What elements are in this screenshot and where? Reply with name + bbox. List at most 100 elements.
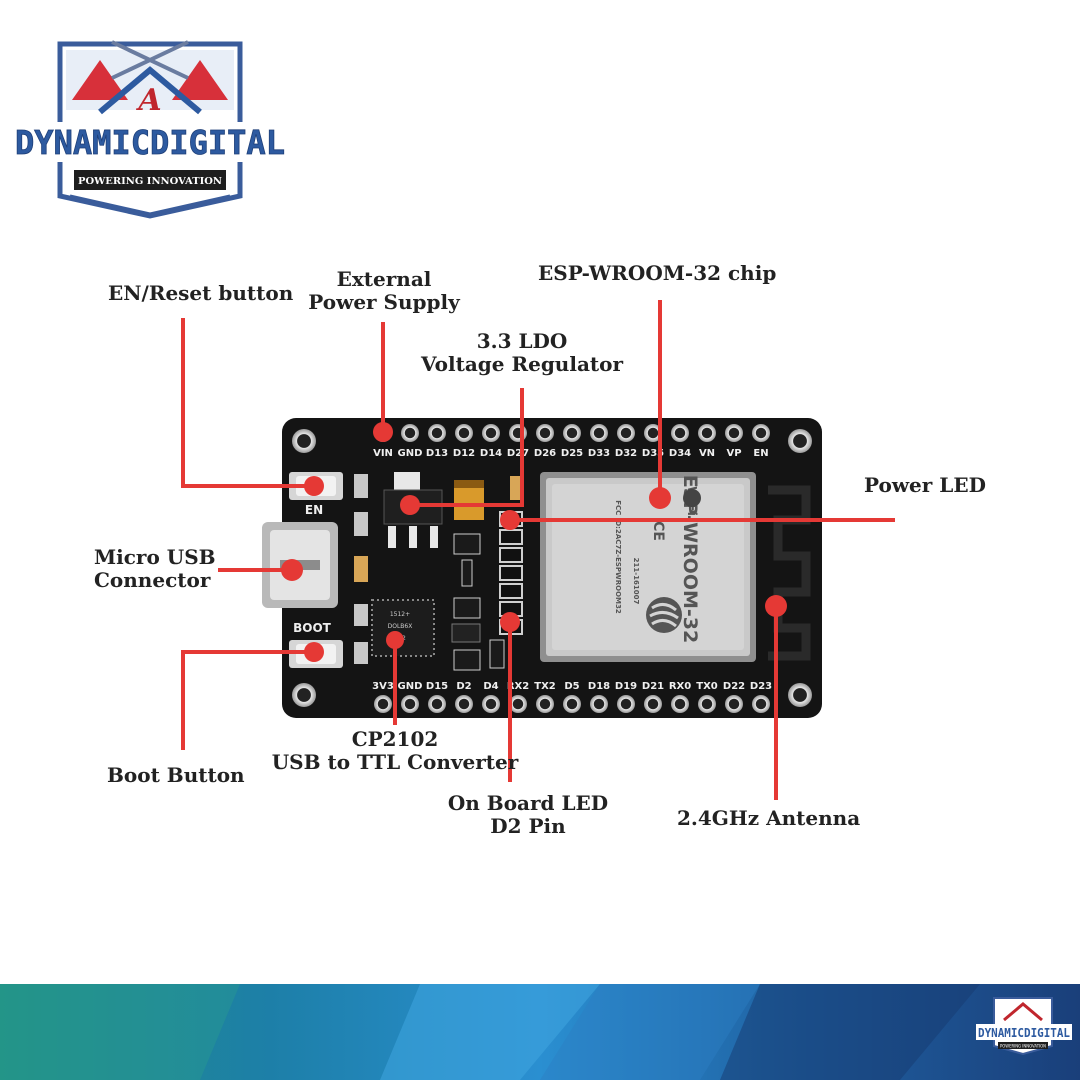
footer-logo-tagline: POWERING INNOVATION [1000, 1044, 1046, 1049]
smd-part [354, 604, 368, 626]
pin-hole-top [482, 424, 500, 442]
pin-label-bottom-d4: D4 [483, 681, 498, 692]
pin-label-top-d35: D35 [642, 448, 664, 459]
pin-label-bottom-tx0: TX0 [696, 681, 718, 692]
dot-antenna [765, 595, 787, 617]
espressif-logo-swirl [649, 603, 679, 628]
pin-label-top-d25: D25 [561, 448, 583, 459]
pin-hole-bottom [428, 695, 446, 713]
cp-chip-text-1: 1512+ [390, 611, 410, 618]
label-external-power: External Power Supply [308, 268, 459, 314]
pin-label-bottom-d23: D23 [750, 681, 772, 692]
logo-tool-2 [111, 40, 189, 80]
pin-label-top-d33: D33 [588, 448, 610, 459]
logo-monogram: A [135, 83, 161, 118]
logo-shield-bottom [69, 194, 231, 216]
module-shield-inner [552, 484, 744, 650]
footer-facet [540, 984, 760, 1080]
pin-label-bottom-d21: D21 [642, 681, 664, 692]
smd-part [354, 474, 368, 498]
dot-esp-chip [649, 487, 671, 509]
logo-roof-right [172, 60, 228, 100]
label-external-power-line1: External [336, 267, 432, 291]
top-pin-header [374, 424, 770, 442]
pcb-antenna-trace [768, 485, 811, 661]
label-micro-usb-line1: Micro USB [94, 545, 216, 569]
logo-roof-left [72, 60, 128, 100]
pin-hole-bottom [671, 695, 689, 713]
pin-hole-bottom [455, 695, 473, 713]
en-silk: EN [305, 503, 323, 517]
fcc-text: FCC ID:2AC7Z-ESPWROOM32 [614, 500, 622, 614]
callout-boot [181, 650, 314, 750]
label-micro-usb-line2: Connector [94, 568, 211, 592]
pin-label-bottom-d22: D22 [723, 681, 745, 692]
pin-label-bottom-rx2: RX2 [507, 681, 529, 692]
pin-hole-bottom [752, 695, 770, 713]
label-boot-button: Boot Button [107, 763, 245, 787]
pin-label-bottom-3v3: 3V3 [372, 681, 394, 692]
logo-house-roof [98, 66, 202, 115]
logo-wordmark-band [10, 122, 290, 162]
smd-led [499, 583, 523, 599]
label-en-reset: EN/Reset button [108, 281, 294, 305]
pin-label-top-vin: VIN [373, 448, 393, 459]
callout-en-reset [181, 318, 314, 488]
pin-hole-bottom [698, 695, 716, 713]
smd-part [354, 556, 368, 582]
footer-logo-tagline-band [998, 1042, 1048, 1049]
label-ldo: 3.3 LDO Voltage Regulator [421, 330, 623, 376]
pin-label-top-d12: D12 [453, 448, 475, 459]
smd-part [354, 642, 368, 664]
dot-boot [304, 642, 324, 662]
cp-chip-text-2: DOLB6X [388, 623, 413, 630]
pin-label-top-vn: VN [699, 448, 715, 459]
bottom-pin-header [374, 695, 770, 713]
label-ldo-line1: 3.3 LDO [476, 329, 568, 353]
footer-logo-roof [1003, 1002, 1043, 1022]
pin-hole-bottom [617, 695, 635, 713]
ce-mark: CE [650, 521, 666, 541]
smd-led [499, 547, 523, 563]
label-cp2102: CP2102 USB to TTL Converter [272, 728, 519, 774]
smd-part [354, 512, 368, 536]
pin-label-bottom-gnd: GND [398, 681, 423, 692]
pin-hole-top [455, 424, 473, 442]
pin-label-bottom-d15: D15 [426, 681, 448, 692]
boot-silk: BOOT [293, 621, 332, 635]
label-power-led: Power LED [864, 473, 986, 497]
footer-facet [0, 984, 240, 1080]
label-micro-usb: Micro USB Connector [94, 546, 216, 592]
pin-hole-top [509, 424, 527, 442]
smd-part [510, 476, 522, 500]
pin-hole-bottom [644, 695, 662, 713]
label-cp2102-line1: CP2102 [351, 727, 439, 751]
pin-label-bottom-rx0: RX0 [669, 681, 691, 692]
dot-onboard-led [500, 612, 520, 632]
logo-tagline: POWERING INNOVATION [78, 177, 222, 187]
dot-cp2102 [386, 631, 404, 649]
ldo-leg-1 [388, 526, 396, 548]
pin-label-bottom-d5: D5 [564, 681, 579, 692]
ldo-leg-3 [430, 526, 438, 548]
tantalum-band [454, 480, 484, 488]
pin-hole-top [590, 424, 608, 442]
dot-en-reset [304, 476, 324, 496]
pin-hole-top [644, 424, 662, 442]
pin-label-top-gnd: GND [398, 448, 423, 459]
pin-hole-top [428, 424, 446, 442]
label-esp-chip: ESP-WROOM-32 chip [538, 261, 777, 285]
smd-led [499, 565, 523, 581]
pin-label-bottom-d2: D2 [456, 681, 471, 692]
mounting-hole-tr [788, 429, 812, 453]
pin-hole-top [752, 424, 770, 442]
cp2102-chip: 1512+ DOLB6X CP2 [371, 599, 435, 657]
wifi-logo-badge [683, 489, 701, 507]
pin-hole-top [617, 424, 635, 442]
mounting-hole-bl [292, 683, 316, 707]
module-name: ESP-WROOM-32 [679, 475, 701, 643]
